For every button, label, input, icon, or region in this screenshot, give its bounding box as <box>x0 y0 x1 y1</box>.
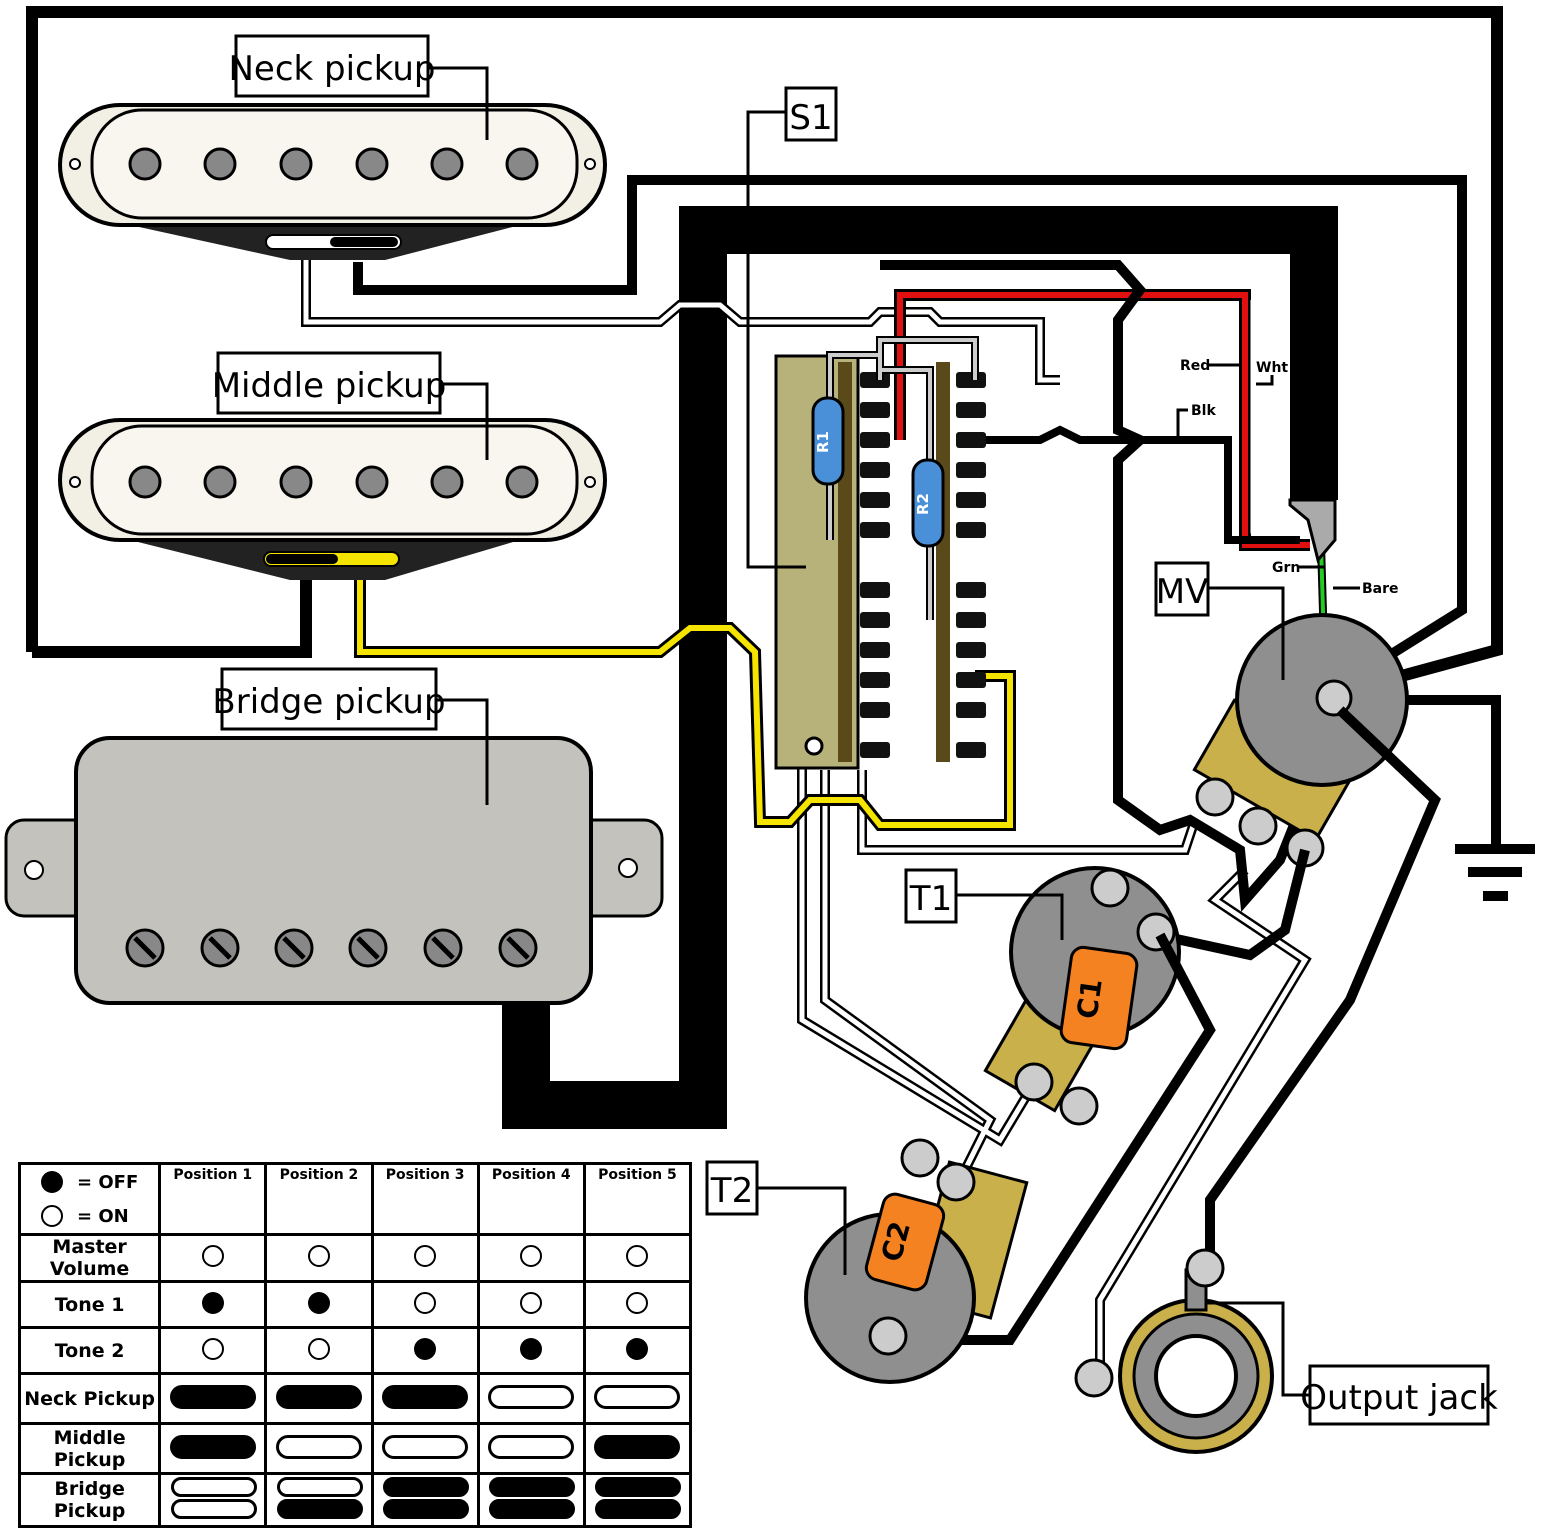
position-1-header: Position 1 <box>158 1162 268 1236</box>
position-3-header: Position 3 <box>370 1162 480 1236</box>
switch-s1: R1 R2 <box>774 336 986 770</box>
black-hb-wire <box>880 260 1325 912</box>
label-bridge-pickup: Bridge pickup <box>212 667 446 731</box>
svg-text:MV: MV <box>1156 572 1209 612</box>
wire-label-red: Red <box>1180 358 1210 374</box>
tone2-pot: C2 <box>804 1138 1029 1384</box>
ground-frame-wire <box>26 6 1503 696</box>
humbucker-ground-wire <box>502 206 1338 1129</box>
svg-text:Neck pickup: Neck pickup <box>228 49 435 89</box>
resistor-r1-label: R1 <box>814 431 832 453</box>
label-mv: MV <box>1154 561 1210 617</box>
neck-pickup <box>58 103 607 260</box>
switch-position-legend: = OFF = ON Position 1 Position 2 Positio… <box>17 1162 693 1528</box>
wire-label-green: Grn <box>1272 560 1300 576</box>
wire-label-black: Blk <box>1191 403 1216 419</box>
resistor-r2: R2 <box>911 458 945 548</box>
master-volume-pot <box>1192 613 1409 868</box>
label-t2: T2 <box>705 1160 759 1216</box>
bridge-humbucker <box>4 736 664 1005</box>
on-label: = ON <box>77 1205 129 1227</box>
on-dot-icon <box>41 1205 63 1227</box>
label-t1: T1 <box>904 868 958 924</box>
svg-text:T1: T1 <box>909 879 952 919</box>
svg-text:Output jack: Output jack <box>1300 1378 1498 1418</box>
label-s1: S1 <box>784 86 838 142</box>
wire-label-bare: Bare <box>1362 581 1399 597</box>
label-middle-pickup: Middle pickup <box>212 351 447 415</box>
row-tone-1: Tone 1 <box>17 1280 693 1329</box>
row-tone-2: Tone 2 <box>17 1326 693 1375</box>
legend-key: = OFF = ON <box>17 1162 162 1236</box>
label-neck-pickup: Neck pickup <box>228 34 436 98</box>
row-neck-pickup: Neck Pickup <box>17 1372 693 1425</box>
tone1-pot: C1 <box>983 866 1181 1126</box>
row-middle-pickup: Middle Pickup <box>17 1422 693 1475</box>
position-4-header: Position 4 <box>476 1162 586 1236</box>
position-5-header: Position 5 <box>582 1162 693 1236</box>
neck-bare-wire <box>32 580 312 658</box>
row-bridge-pickup: Bridge Pickup <box>17 1472 693 1528</box>
output-jack <box>1074 1248 1274 1454</box>
label-output-jack: Output jack <box>1300 1364 1498 1426</box>
resistor-r2-label: R2 <box>914 493 932 515</box>
svg-text:Middle pickup: Middle pickup <box>212 366 447 406</box>
position-2-header: Position 2 <box>264 1162 374 1236</box>
svg-text:S1: S1 <box>789 98 832 138</box>
neck-black-wire <box>353 175 1467 685</box>
off-dot-icon <box>41 1171 63 1193</box>
middle-pickup <box>58 418 607 580</box>
svg-text:T2: T2 <box>710 1171 753 1211</box>
white-hb-wire <box>1250 300 1300 534</box>
wire-label-white: Wht <box>1256 360 1288 376</box>
resistor-r1: R1 <box>811 396 845 486</box>
off-label: = OFF <box>77 1171 139 1193</box>
svg-text:Bridge pickup: Bridge pickup <box>212 682 445 722</box>
row-master-volume: Master Volume <box>17 1233 693 1283</box>
capacitor-c1-label: C1 <box>1070 977 1108 1021</box>
